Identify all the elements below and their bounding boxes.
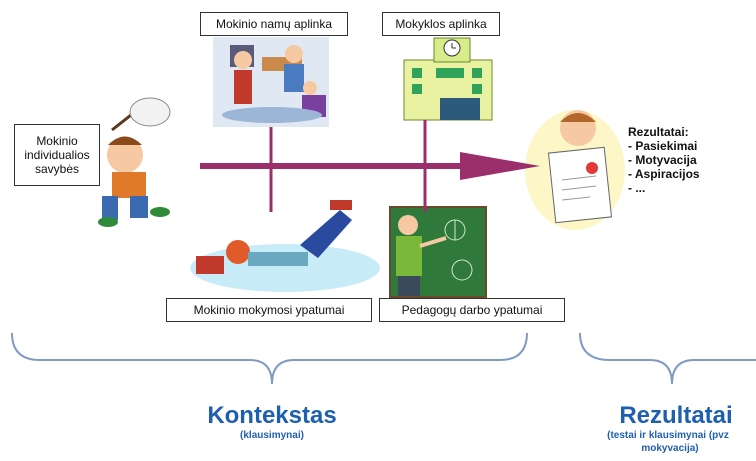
context-brace: [11, 332, 528, 385]
home-environment-text: Mokinio namų aplinka: [215, 17, 333, 31]
running-child-illustration: [98, 97, 171, 227]
individual-traits-line3: savybės: [34, 162, 80, 176]
flow-arrows: [200, 120, 540, 212]
main-arrow-head: [460, 152, 540, 180]
home-environment-label: Mokinio namų aplinka: [200, 12, 348, 36]
context-title: Kontekstas: [207, 402, 337, 429]
outcomes-subtitle-line2: mokyvacija): [641, 443, 699, 454]
context-subtitle: (klausimynai): [240, 430, 304, 441]
outcomes-title: Rezultatai: [619, 402, 733, 429]
results-item: - ...: [628, 181, 646, 195]
results-item: - Motyvacija: [628, 153, 697, 167]
teacher-traits-label: Pedagogų darbo ypatumai: [379, 298, 565, 322]
school-environment-text: Mokyklos aplinka: [395, 17, 487, 31]
result-child-illustration: [525, 110, 625, 230]
family-illustration: [213, 37, 329, 127]
individual-traits-line2: individualios: [24, 148, 90, 162]
outcomes-subtitle-line1: (testai ir klausimynai (pvz: [607, 430, 729, 441]
teacher-illustration: [389, 206, 487, 298]
results-brace: [579, 332, 756, 385]
school-environment-label: Mokyklos aplinka: [382, 12, 500, 36]
results-list: Rezultatai: - Pasiekimai - Motyvacija - …: [628, 125, 748, 195]
results-list-title: Rezultatai:: [628, 125, 689, 139]
teacher-traits-text: Pedagogų darbo ypatumai: [401, 303, 543, 317]
results-item: - Aspiracijos: [628, 167, 700, 181]
individual-traits-label: Mokinio individualios savybės: [14, 124, 100, 186]
learning-traits-label: Mokinio mokymosi ypatumai: [166, 298, 372, 322]
school-building-illustration: [403, 37, 493, 121]
individual-traits-line1: Mokinio: [36, 134, 78, 148]
student-reading-illustration: [190, 200, 380, 292]
results-item: - Pasiekimai: [628, 139, 698, 153]
learning-traits-text: Mokinio mokymosi ypatumai: [193, 303, 345, 317]
